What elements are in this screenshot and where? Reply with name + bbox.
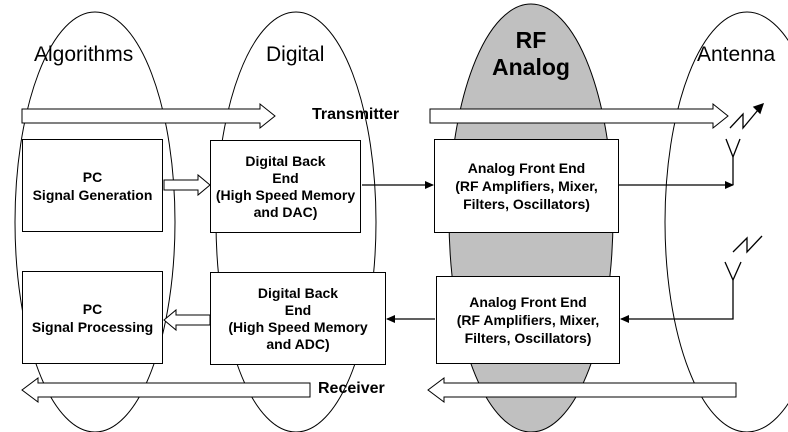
rx-dbe-line-3: (High Speed Memory <box>228 318 368 335</box>
rx-dbe-line-2: End <box>284 301 312 318</box>
rf-label-line1: RF <box>515 27 547 53</box>
antenna-domain-ellipse <box>664 11 788 432</box>
transmitter-flow-arrow-left <box>21 102 276 130</box>
tx-dbe-line-1: Digital Back <box>245 152 326 169</box>
rx-dbe-line-1: Digital Back <box>257 284 339 301</box>
rx-antenna-to-analog-connector <box>620 292 734 323</box>
receive-antenna-icon <box>724 261 742 292</box>
tx-afe-line-3: Filters, Oscillators) <box>463 196 590 212</box>
digital-domain-label: Digital <box>266 43 325 66</box>
rx-pc-line-1: PC <box>82 300 103 317</box>
rx-pc-line-2: Signal Processing <box>31 318 154 335</box>
transmit-wave-icon <box>729 102 765 130</box>
algorithms-domain-label: Algorithms <box>34 43 134 66</box>
tx-pc-line-1: PC <box>82 168 103 185</box>
tx-dbe-line-3: (High Speed Memory <box>215 186 356 203</box>
receive-wave-icon <box>732 235 763 254</box>
tx-pc-to-digital-arrow <box>163 173 211 197</box>
rx-afe-line-2: (RF Amplifiers, Mixer, <box>456 312 600 328</box>
transmitter-label: Transmitter <box>312 106 400 123</box>
rx-afe-line-1: Analog Front End <box>469 294 587 310</box>
tx-digital-back-end-box: Digital Back End (High Speed Memory and … <box>210 140 361 233</box>
pc-signal-generation-box: PC Signal Generation <box>22 139 163 232</box>
rx-analog-front-end-box: Analog Front End (RF Amplifiers, Mixer, … <box>436 276 620 364</box>
tx-dbe-line-4: and DAC) <box>253 203 318 220</box>
tx-afe-line-1: Analog Front End <box>467 160 586 176</box>
receiver-label: Receiver <box>318 380 385 397</box>
algorithms-domain-ellipse <box>14 11 176 432</box>
rx-afe-line-3: Filters, Oscillators) <box>464 330 592 346</box>
tx-analog-front-end-box: Analog Front End (RF Amplifiers, Mixer, … <box>434 139 619 233</box>
tx-afe-line-2: (RF Amplifiers, Mixer, <box>455 178 598 194</box>
tx-dbe-line-2: End <box>272 169 299 186</box>
antenna-domain-label: Antenna <box>697 43 776 66</box>
receiver-flow-arrow-right <box>427 377 737 403</box>
rf-analog-domain-label: RF Analog <box>486 27 576 81</box>
pc-signal-processing-box: PC Signal Processing <box>22 271 163 364</box>
transmitter-flow-arrow-right <box>429 102 729 130</box>
transmit-antenna-icon <box>725 138 741 185</box>
rx-digital-back-end-box: Digital Back End (High Speed Memory and … <box>210 272 386 365</box>
rx-dbe-line-4: and ADC) <box>266 335 330 352</box>
receiver-flow-arrow-left <box>21 377 311 403</box>
tx-pc-line-2: Signal Generation <box>32 186 153 203</box>
rf-label-line2: Analog <box>492 54 570 80</box>
rx-digital-to-pc-arrow <box>163 308 211 332</box>
